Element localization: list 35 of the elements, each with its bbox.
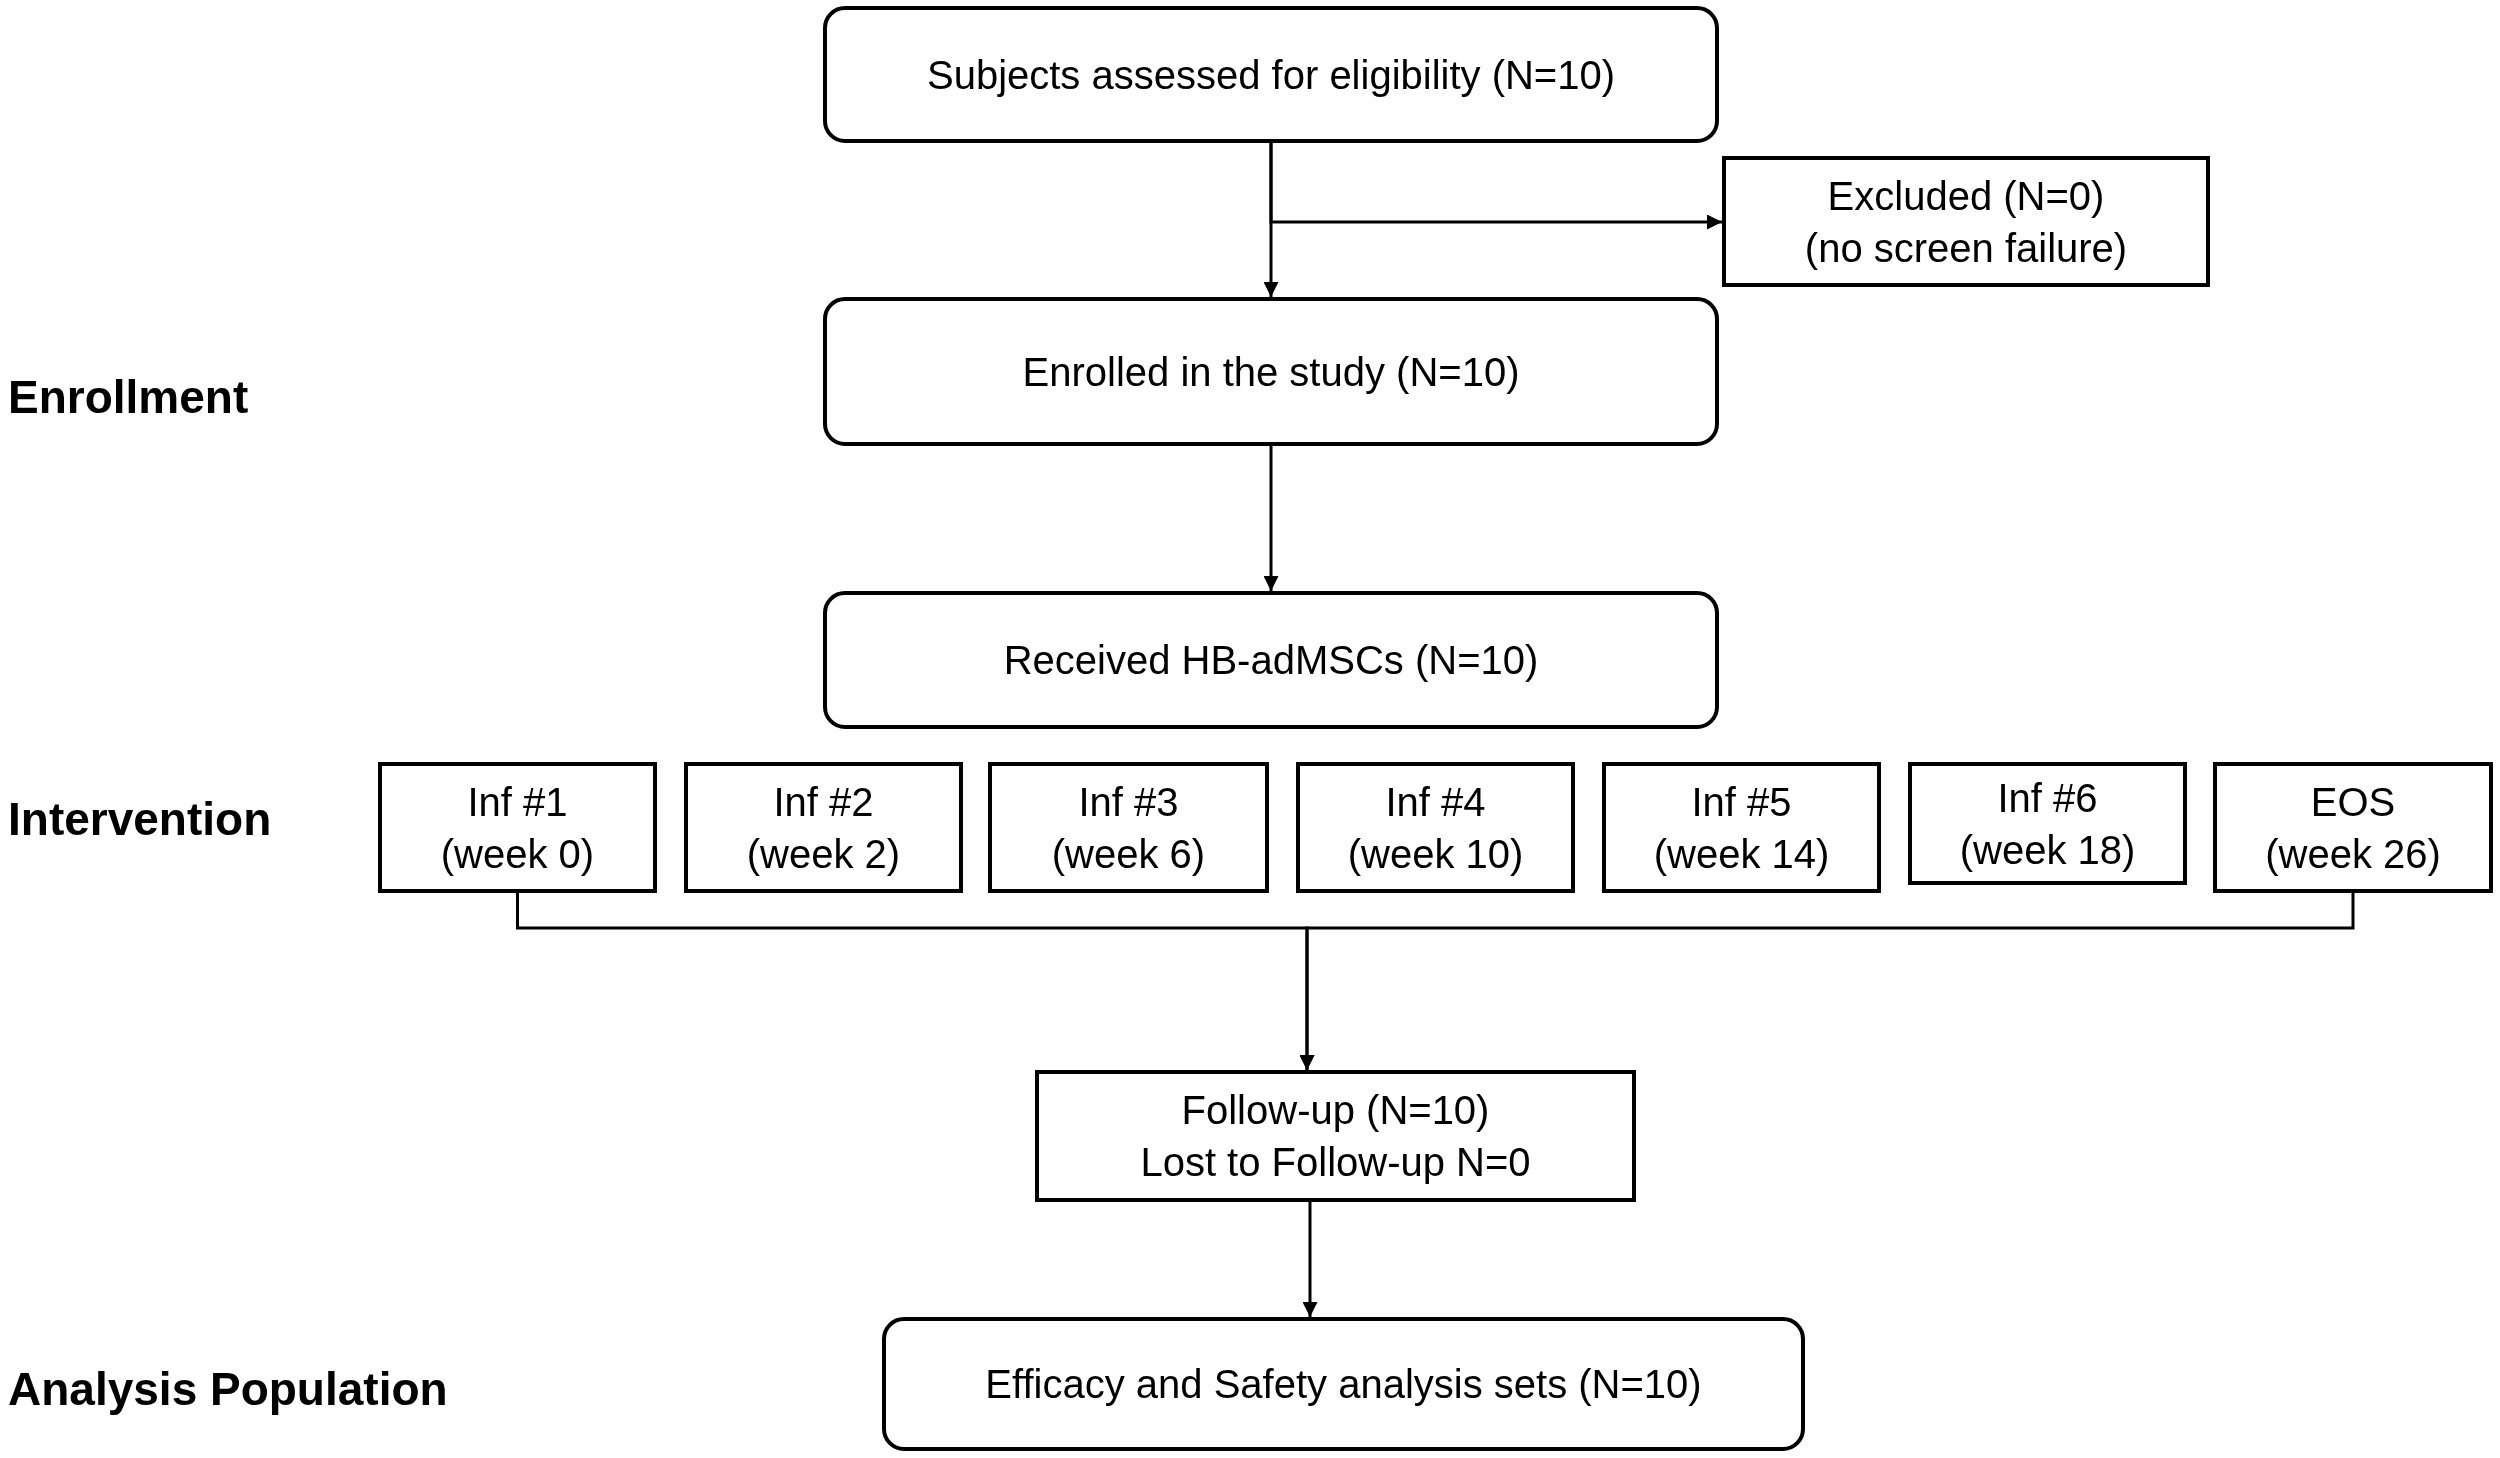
- box-text: Inf #3 (week 6): [1050, 778, 1207, 878]
- box-text: Received HB-adMSCs (N=10): [1003, 637, 1539, 684]
- process-box: [1296, 762, 1575, 893]
- arrow: [1263, 446, 1279, 591]
- box-text: Follow-up (N=10): [1181, 1087, 1490, 1134]
- box-text: Enrolled in the study (N=10): [1022, 348, 1520, 396]
- process-box: [823, 6, 1719, 143]
- box-text: Inf #4 (week 10): [1346, 778, 1525, 878]
- box-text: Lost to Follow-up N=0: [1140, 1139, 1531, 1186]
- box-text: Inf #5 (week 14): [1652, 778, 1831, 878]
- box-text: (no screen failure): [1804, 224, 2128, 272]
- process-box: [823, 591, 1719, 729]
- process-box: [2213, 762, 2493, 893]
- box-text: Inf #2 (week 2): [745, 778, 902, 878]
- process-box: [882, 1317, 1805, 1451]
- process-box: [988, 762, 1269, 893]
- process-box: [823, 297, 1719, 446]
- box-text: Efficacy and Safety analysis sets (N=10): [985, 1361, 1702, 1408]
- phase-label: Analysis Population: [8, 1362, 448, 1416]
- phase-label: Intervention: [8, 792, 272, 846]
- box-text: Excluded (N=0): [1827, 172, 2105, 220]
- box-text: Inf #1 (week 0): [439, 778, 596, 878]
- phase-label: Enrollment: [8, 370, 249, 424]
- arrow: [1299, 893, 2355, 1070]
- process-box: [1602, 762, 1881, 893]
- arrow: [1269, 143, 1722, 230]
- arrow: [1302, 1202, 1318, 1317]
- process-box: [1908, 762, 2187, 885]
- process-box: [378, 762, 657, 893]
- process-box: [1035, 1070, 1636, 1202]
- process-box: [1722, 156, 2210, 287]
- process-box: [684, 762, 963, 893]
- box-text: Inf #6 (week 18): [1958, 774, 2137, 874]
- box-text: EOS (week 26): [2264, 778, 2442, 878]
- box-text: Subjects assessed for eligibility (N=10): [926, 51, 1616, 99]
